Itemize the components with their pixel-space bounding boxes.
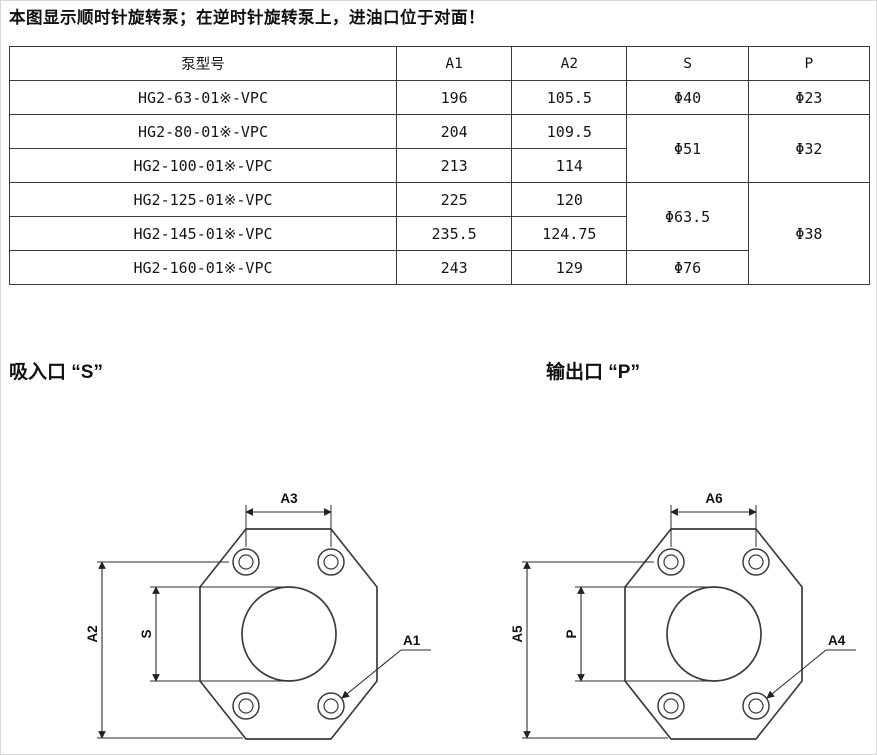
cell-model: HG2-63-01※-VPC (9, 80, 397, 115)
flange-outline (624, 528, 803, 740)
dim-label-a2: A2 (85, 625, 100, 642)
port-circle (666, 586, 762, 682)
cell-p: Φ32 (747, 114, 871, 183)
cell-a1: 196 (395, 80, 513, 115)
bolt-holes (657, 548, 770, 720)
cell-model: HG2-160-01※-VPC (9, 250, 397, 285)
bolt-hole (317, 692, 345, 720)
cell-a1: 243 (395, 250, 513, 285)
bolt-hole (657, 692, 685, 720)
leader-line (766, 649, 827, 699)
suction-port-label: 吸入口 “S” (9, 362, 103, 383)
cell-model: HG2-125-01※-VPC (9, 182, 397, 217)
flange-outline (199, 528, 378, 740)
cell-p: Φ38 (747, 182, 871, 285)
header-model: 泵型号 (9, 46, 397, 81)
cell-s: Φ40 (626, 80, 749, 115)
output-flange-drawing: A6 A5 P A4 (510, 491, 856, 740)
cell-model: HG2-100-01※-VPC (9, 148, 397, 183)
dim-label-a6: A6 (705, 491, 723, 506)
cell-s: Φ51 (626, 114, 749, 183)
cell-a1: 204 (395, 114, 513, 149)
bolt-holes (232, 548, 345, 720)
suction-flange-drawing: A3 A2 S A1 (85, 491, 431, 740)
flange-diagrams: A3 A2 S A1 (85, 491, 856, 740)
table-row: HG2-125-01※-VPC 225 120 Φ63.5 Φ38 (9, 182, 871, 285)
bolt-hole-inner (323, 554, 339, 570)
port-circle (241, 586, 337, 682)
cell-s: Φ76 (626, 250, 749, 285)
cell-a1: 213 (395, 148, 513, 183)
bolt-hole-inner (238, 554, 254, 570)
dim-label-s: S (139, 629, 154, 638)
bolt-hole (657, 548, 685, 576)
cell-model: HG2-80-01※-VPC (9, 114, 397, 149)
cell-a2: 120 (511, 182, 628, 217)
cell-a2: 129 (511, 250, 628, 285)
bolt-hole-inner (663, 554, 679, 570)
bolt-hole (317, 548, 345, 576)
cell-s: Φ63.5 (626, 182, 749, 251)
cell-a2: 124.75 (511, 216, 628, 251)
cell-a2: 114 (511, 148, 628, 183)
dim-label-a1: A1 (403, 633, 421, 648)
bolt-hole (742, 548, 770, 576)
dim-label-a5: A5 (510, 625, 525, 643)
cell-p: Φ23 (747, 80, 871, 115)
cell-a1: 235.5 (395, 216, 513, 251)
bolt-hole-inner (748, 698, 764, 714)
cell-model: HG2-145-01※-VPC (9, 216, 397, 251)
bolt-hole (232, 548, 260, 576)
dim-label-p: P (564, 629, 579, 638)
dim-label-a3: A3 (280, 491, 298, 506)
header-a1: A1 (395, 46, 513, 81)
bolt-hole-inner (323, 698, 339, 714)
bolt-hole-inner (748, 554, 764, 570)
table-row: HG2-100-01※-VPC 213 114 (9, 148, 870, 183)
table-row: HG2-80-01※-VPC 204 109.5 Φ51 Φ32 (9, 114, 871, 183)
header-p: P (747, 46, 871, 81)
cell-a2: 105.5 (511, 80, 628, 115)
table-row: HG2-160-01※-VPC 243 129 Φ76 (9, 250, 870, 285)
bolt-hole (742, 692, 770, 720)
table-header-row: 泵型号 A1 A2 S P (9, 46, 871, 81)
pump-spec-table: 泵型号 A1 A2 S P HG2-63-01※-VPC 196 105.5 Φ… (9, 46, 871, 285)
cell-a1: 225 (395, 182, 513, 217)
bolt-hole-inner (238, 698, 254, 714)
dim-label-a4: A4 (828, 633, 846, 648)
output-port-label: 输出口 “P” (546, 362, 640, 383)
leader-line (341, 649, 402, 699)
rotation-note: 本图显示顺时针旋转泵；在逆时针旋转泵上，进油口位于对面！ (9, 9, 485, 27)
bolt-hole-inner (663, 698, 679, 714)
bolt-hole (232, 692, 260, 720)
header-a2: A2 (511, 46, 628, 81)
table-row: HG2-63-01※-VPC 196 105.5 Φ40 Φ23 (9, 80, 871, 115)
table-row: HG2-145-01※-VPC 235.5 124.75 (9, 216, 870, 251)
cell-a2: 109.5 (511, 114, 628, 149)
header-s: S (626, 46, 749, 81)
